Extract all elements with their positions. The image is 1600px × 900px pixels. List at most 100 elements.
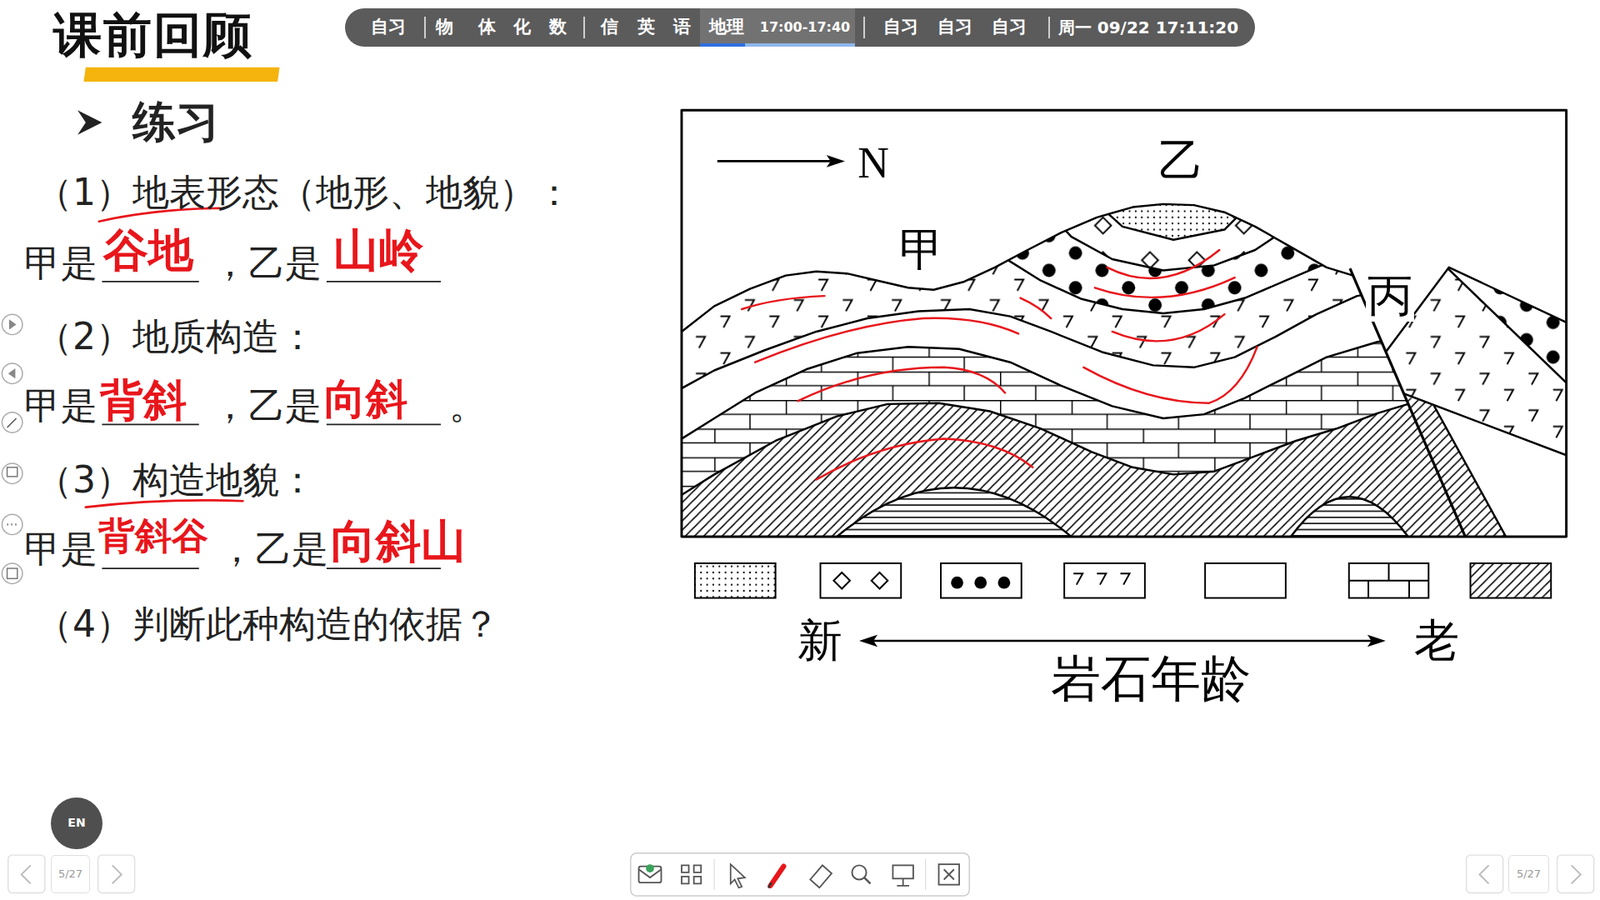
bar-text: 语 <box>673 17 691 37</box>
question-text: 甲是 <box>24 385 98 428</box>
answer-underlines-part <box>326 424 441 426</box>
rock-legend-part <box>1349 563 1430 599</box>
rock-legend-part <box>998 576 1011 590</box>
bar-text: 物 <box>435 17 454 37</box>
side-tool-icons-part <box>1 363 22 384</box>
right-block-part <box>1357 245 1582 551</box>
bottom-toolbar <box>630 853 970 896</box>
side-tool-icons-part <box>1 314 22 335</box>
red-ink-fold-lines-part <box>1112 314 1225 341</box>
bar-text: 化 <box>513 17 531 37</box>
side-tool-icons-part <box>1 563 22 584</box>
page-counter: 5/27 <box>50 855 90 894</box>
north-arrow-part <box>826 155 845 168</box>
page-counter: 5/27 <box>1508 855 1550 894</box>
right-block-part-part <box>1377 383 1572 457</box>
section-outlines-part <box>1350 268 1465 537</box>
question-text: 甲是 <box>24 528 98 571</box>
rock-legend-part <box>1073 573 1130 585</box>
bar-text: 周一 09/22 17:11:20 <box>1058 18 1239 37</box>
place-label: 乙 <box>1156 135 1205 187</box>
side-tool-icons-part <box>8 368 16 379</box>
schedule-bar: 自习物体化数信英语地理17:00-17:40自习自习自习周一 09/22 17:… <box>345 8 1255 47</box>
bar-text: 自习 <box>991 17 1027 37</box>
rock-legend-part <box>1470 563 1551 599</box>
handwritten-answer: 谷地 <box>103 225 194 277</box>
left-block-part-part <box>673 326 1480 445</box>
handwritten-answer: 背斜谷 <box>98 515 209 558</box>
rock-legend <box>695 563 1551 599</box>
bar-divider <box>583 16 585 39</box>
question-text: （1）地表形态（地形、地貌）： <box>35 171 573 215</box>
handwritten-answer: 山岭 <box>333 225 424 277</box>
red-ink-fold-lines-part <box>1020 298 1051 319</box>
side-tool-icons-part <box>1 514 22 535</box>
age-arrow-part <box>869 640 1375 642</box>
age-arrow-part <box>1367 635 1386 648</box>
place-label: 丙 <box>1365 270 1415 322</box>
side-tool-icons-part <box>7 523 17 525</box>
page-nav-buttons-part <box>8 855 45 893</box>
bar-divider <box>424 16 426 39</box>
axis-title: 岩石年龄 <box>1050 650 1251 708</box>
geology-section <box>673 101 1582 551</box>
question-text: ，乙是 <box>218 528 329 571</box>
right-block-part-part <box>1423 245 1572 388</box>
left-block <box>673 101 1490 541</box>
left-block-part <box>1290 496 1409 537</box>
side-tool-icons-part <box>9 319 17 330</box>
bottom-toolbar-part <box>925 859 926 890</box>
left-block-part <box>1091 101 1250 240</box>
bar-text: 自习 <box>370 17 406 37</box>
bottom-toolbar-part <box>851 865 866 880</box>
language-button: EN <box>50 797 103 850</box>
bottom-toolbar-part <box>892 865 913 879</box>
compass-label: N <box>855 138 891 189</box>
left-block-part <box>673 101 1480 393</box>
bar-text: 17:00-17:40 <box>760 20 851 35</box>
bar-text: 自习 <box>883 17 919 37</box>
rock-legend-part <box>820 563 901 599</box>
red-ink-marks-part <box>85 500 244 507</box>
bottom-toolbar-part <box>896 878 910 886</box>
age-arrow <box>859 635 1386 648</box>
north-arrow-part <box>717 160 831 163</box>
bar-divider <box>863 16 865 39</box>
rock-legend-part <box>695 563 776 599</box>
left-block-part <box>673 101 1480 444</box>
answer-underlines-part <box>326 280 441 283</box>
bottom-toolbar-part <box>645 864 655 873</box>
red-ink-fold-lines-part <box>741 295 825 310</box>
question-text: （2）地质构造： <box>35 315 316 359</box>
left-block-part <box>836 487 1072 537</box>
place-label: 甲 <box>897 224 946 276</box>
red-ink-fold-lines-part <box>755 318 1019 363</box>
bottom-toolbar-part <box>944 869 955 880</box>
slide-title: 课前回顾 <box>53 7 254 64</box>
page-number: 5/27 <box>58 868 83 880</box>
red-ink-fold-lines-part <box>816 439 1034 480</box>
bar-text: 英 <box>637 17 655 37</box>
bar-text: 体 <box>478 17 496 37</box>
red-ink-fold-lines-part <box>1095 277 1235 298</box>
bottom-toolbar-part <box>770 866 784 886</box>
period-progress-done <box>700 43 745 47</box>
answer-underlines-part <box>101 567 199 570</box>
page-nav-buttons-part <box>1557 855 1595 893</box>
bullet-arrow <box>77 110 102 135</box>
section-heading: 练习 <box>132 97 220 148</box>
left-block-part <box>673 101 1480 500</box>
left-block-part-part <box>1040 204 1306 271</box>
bottom-toolbar-part <box>714 859 715 890</box>
answer-underlines-part <box>101 280 199 283</box>
question-text: 甲是 <box>24 242 98 285</box>
axis-end-label: 新 <box>797 615 843 667</box>
bar-text: 自习 <box>937 17 973 37</box>
left-block-part-part <box>673 275 1480 394</box>
handwritten-answer: 背斜 <box>100 375 187 426</box>
side-tool-icons-part <box>7 418 17 428</box>
age-arrow-part <box>859 635 878 648</box>
bottom-toolbar-part <box>939 864 960 885</box>
